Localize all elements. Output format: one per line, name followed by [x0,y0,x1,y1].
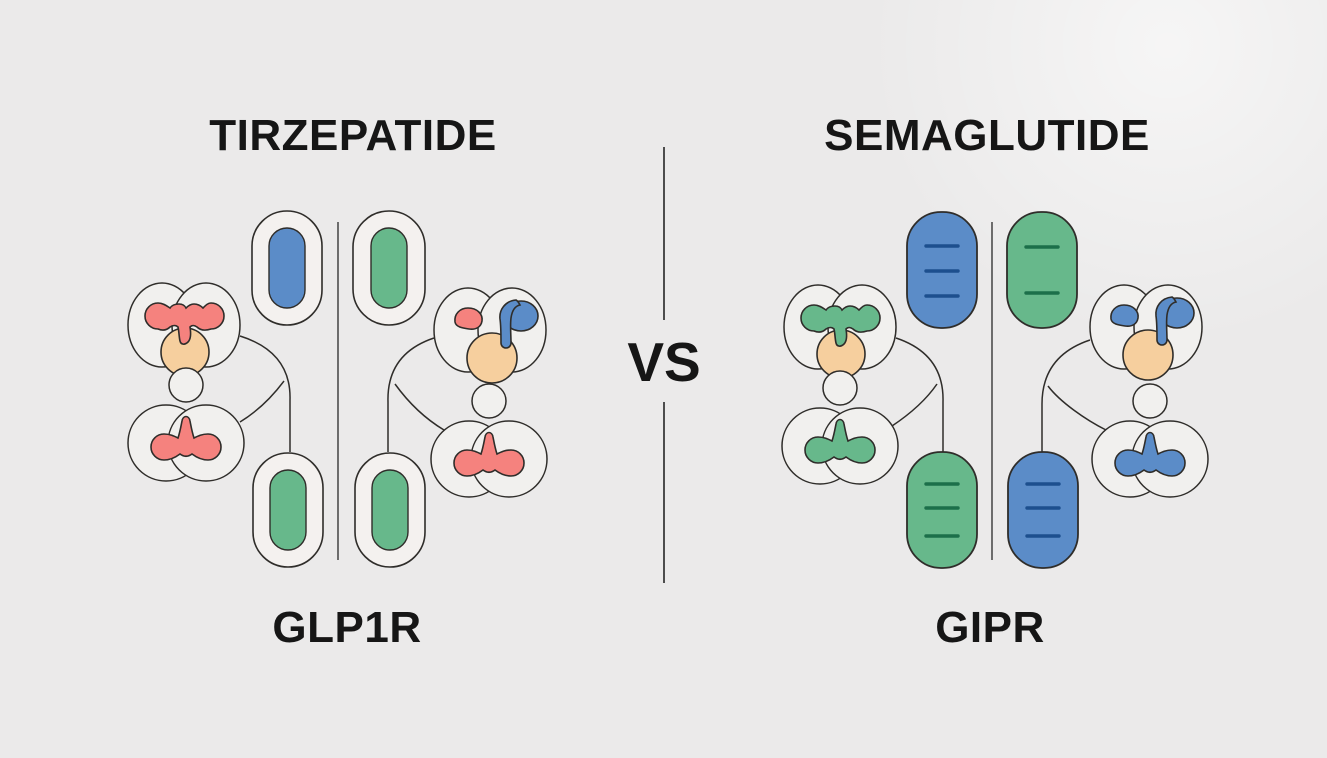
capsule-outlined-green [252,452,324,568]
connector-curve [1041,339,1091,452]
capsule-filled-green [1006,211,1078,329]
receptor-closed-green [781,370,899,485]
connector-curve [891,383,938,427]
capsule-outlined-green [352,210,426,326]
capsule-filled-green [906,451,978,569]
receptor-unbound-green [783,284,897,379]
capsule-outlined-blue [251,210,323,326]
capsule-filled-blue [1007,451,1079,569]
right-drug-title: SEMAGLUTIDE [824,111,1150,160]
connector-curve [239,380,285,423]
semaglutide-diagram [781,211,1209,569]
tirzepatide-diagram [127,210,548,568]
receptor-closed-salmon [430,383,548,498]
left-receptor-label: GLP1R [272,603,422,652]
connector-curve [895,337,944,452]
capsule-outlined-green [354,452,426,568]
right-receptor-label: GIPR [935,603,1045,652]
capsule-filled-blue [906,211,978,329]
receptor-bound-blue-ligand [433,287,547,384]
connector-curve [239,335,291,452]
receptor-unbound-salmon [127,282,241,377]
versus-label: VS [627,331,701,393]
connector-curve [394,383,445,431]
receptor-closed-blue [1091,383,1209,498]
receptor-bound-blue-ligand [1089,284,1203,381]
connector-curve [387,337,435,452]
connector-curve [1047,385,1107,431]
left-drug-title: TIRZEPATIDE [209,111,497,160]
receptor-closed-salmon [127,367,245,482]
